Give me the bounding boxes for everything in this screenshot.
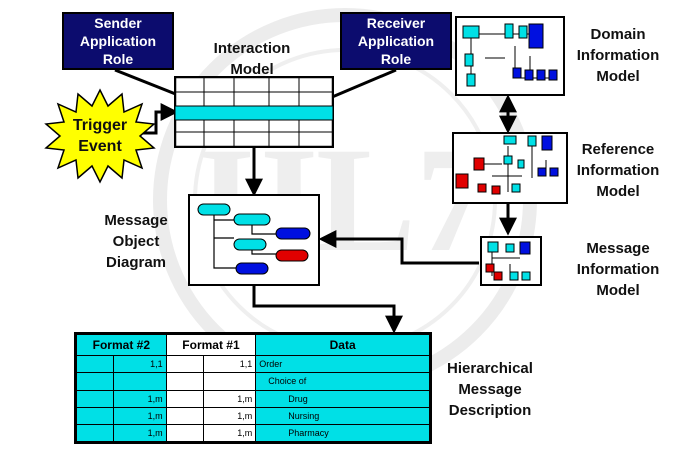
domain-information-model-label: Domain Information Model xyxy=(576,26,660,85)
table-row: 1,1 1,1 Order xyxy=(75,355,431,374)
message-object-diagram xyxy=(188,194,320,286)
table-row: 1,m 1,m Drug xyxy=(75,389,431,408)
hierarchical-message-description-label: Hierarchical Message Description xyxy=(447,360,533,419)
sender-application-role: Sender Application Role xyxy=(62,12,174,70)
interaction-model-grid xyxy=(174,76,334,148)
receiver-application-role: Receiver Application Role xyxy=(340,12,452,70)
table-row: 1,m 1,m Pharmacy xyxy=(75,423,431,444)
reference-information-model-label: Reference Information Model xyxy=(576,141,660,200)
header-data: Data xyxy=(255,332,431,357)
trigger-event-label: Trigger Event xyxy=(72,117,128,155)
header-format-2: Format #2 xyxy=(75,332,167,357)
table-row: 1,m 1,m Nursing xyxy=(75,406,431,425)
message-object-diagram-label: Message Object Diagram xyxy=(104,212,168,271)
domain-information-model-diagram xyxy=(455,16,565,96)
table-row: Choice of xyxy=(75,372,431,391)
hierarchical-message-table: Format #2 Format #1 Data 1,1 1,1 Order C… xyxy=(74,332,432,444)
header-format-1: Format #1 xyxy=(165,332,257,357)
interaction-model-label: Interaction Model xyxy=(213,40,291,78)
message-information-model-label: Message Information Model xyxy=(576,240,660,299)
trigger-event-starburst xyxy=(44,88,156,184)
message-information-model-diagram xyxy=(480,236,542,286)
reference-information-model-diagram xyxy=(452,132,568,204)
